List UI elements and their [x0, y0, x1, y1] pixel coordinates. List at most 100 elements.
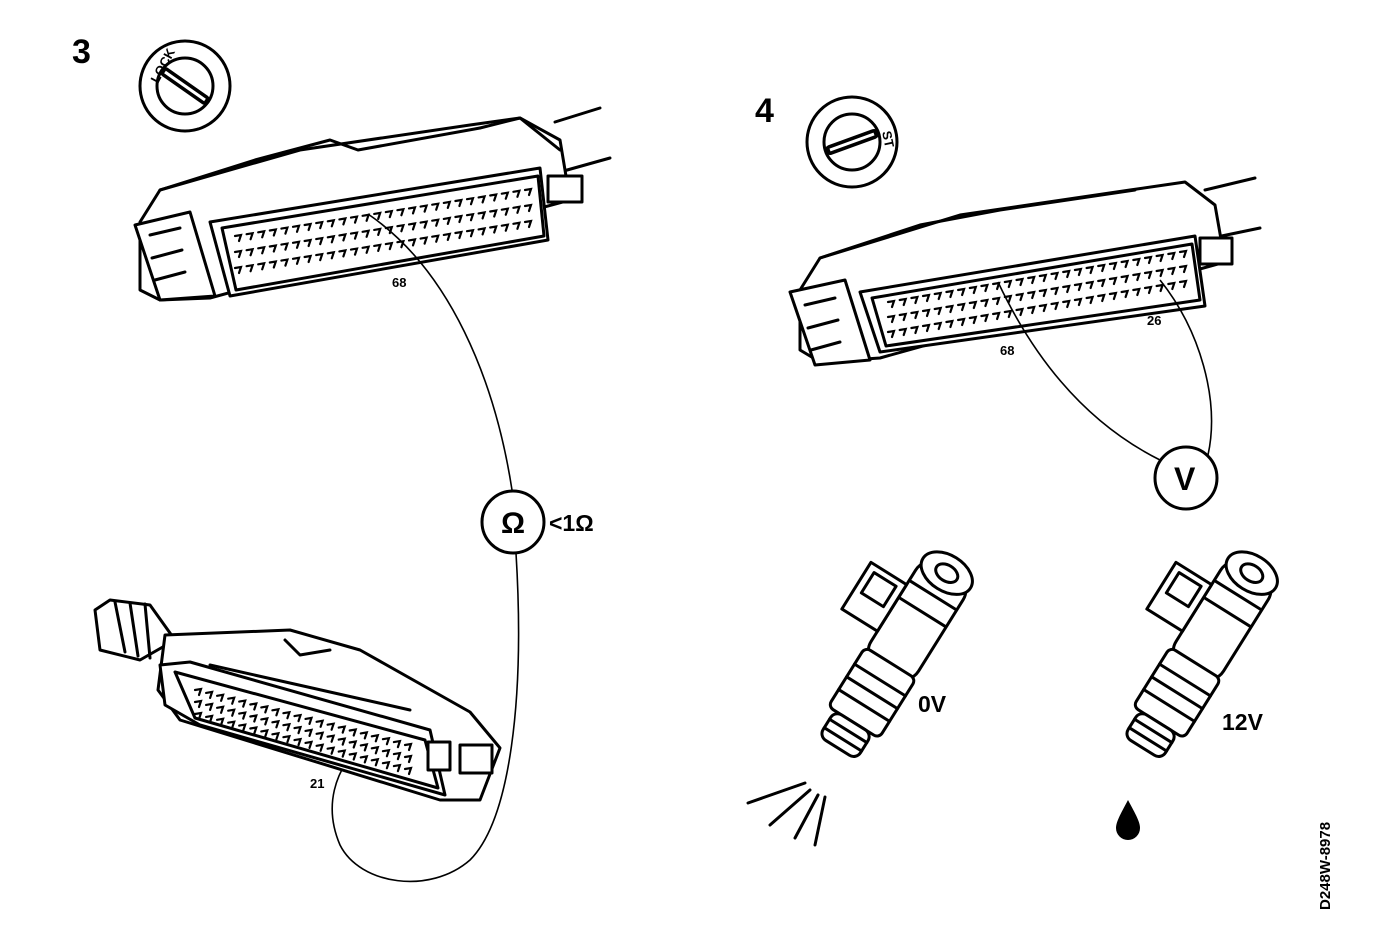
connector-pin — [193, 711, 203, 721]
voltmeter-symbol: V — [1174, 461, 1196, 497]
connector-pin — [1085, 280, 1095, 290]
connector-pin — [348, 752, 358, 761]
connector-pin — [1108, 261, 1118, 271]
connector-pin — [403, 754, 413, 764]
connector-pin — [373, 243, 382, 252]
connector-pin — [910, 310, 920, 320]
connector-pin — [233, 233, 243, 243]
connector-pin — [489, 209, 498, 218]
connector-pin — [315, 743, 325, 752]
connector-pin — [477, 195, 487, 204]
connector-pin — [260, 729, 269, 738]
connector-pin — [1038, 288, 1048, 298]
step-3-panel: 3 LOCK 68 Ω — [72, 33, 612, 883]
resistance-reading: <1Ω — [549, 510, 594, 536]
connector-pin — [304, 716, 314, 725]
connector-pin — [980, 298, 990, 308]
connector-pin — [227, 708, 236, 717]
connector-pin — [933, 291, 943, 301]
connector-pin — [304, 740, 314, 749]
connector-pin — [442, 232, 452, 241]
connector-pin — [384, 241, 394, 251]
ohmmeter-icon: Ω — [480, 489, 546, 555]
connector-pin — [268, 244, 278, 253]
connector-pin — [1027, 275, 1036, 285]
connector-pin — [193, 699, 203, 709]
connector-pin — [886, 299, 896, 309]
connector-pin — [512, 205, 522, 214]
connector-pin — [1015, 277, 1025, 287]
connector-pin — [1062, 284, 1071, 294]
connector-pin — [980, 283, 990, 293]
connector-pin — [1132, 257, 1141, 267]
connector-pin — [349, 215, 359, 224]
connector-pin — [1167, 266, 1176, 276]
connector-pin — [282, 734, 292, 744]
connector-pin — [886, 314, 896, 324]
connector-pin — [1120, 259, 1130, 269]
injector-0v-label: 0V — [918, 691, 947, 717]
connector-pin — [1143, 255, 1153, 265]
connector-pin — [361, 245, 371, 254]
connector-pin — [205, 702, 214, 711]
connector-pin — [370, 733, 380, 743]
connector-pin — [268, 260, 278, 269]
connector-pin — [257, 261, 266, 271]
connector-pin — [454, 198, 464, 208]
connector-pin — [348, 728, 358, 737]
connector-pin — [1015, 307, 1025, 317]
connector-pin — [1155, 268, 1165, 278]
connector-pin — [326, 734, 336, 743]
connector-pin — [359, 755, 369, 764]
connector-pin — [512, 189, 522, 198]
connector-pin — [957, 317, 966, 327]
connector-pin — [1073, 297, 1083, 307]
connector-pin — [260, 717, 269, 726]
connector-pin — [373, 227, 382, 236]
connector-pin — [1120, 289, 1130, 299]
connector-pin — [957, 287, 966, 297]
connector-pin — [303, 254, 313, 264]
connector-pin — [1178, 264, 1188, 274]
connector-pin — [968, 300, 978, 310]
connector-pin — [233, 249, 243, 259]
connector-pin — [249, 702, 258, 711]
connector-pin — [1178, 279, 1188, 289]
connector-pin — [268, 228, 278, 237]
connector-pin — [419, 204, 429, 213]
connector-pin — [349, 247, 359, 256]
connector-pin — [419, 236, 429, 245]
connector-pin — [238, 699, 247, 708]
connector-pin — [910, 325, 920, 335]
connector-pin — [992, 296, 1001, 306]
connector-pin — [454, 214, 464, 224]
connector-pin — [370, 757, 380, 767]
test-lead-ecu — [367, 213, 513, 491]
fuel-injector-icon — [1125, 550, 1279, 758]
connector-pin — [271, 719, 281, 729]
ignition-start-label: ST — [879, 130, 897, 149]
connector-pin — [407, 222, 417, 231]
connector-pin — [381, 736, 391, 746]
connector-pin — [392, 739, 402, 749]
connector-pin — [1155, 283, 1165, 293]
ignition-key-icon: ST — [805, 95, 899, 189]
connector-pin — [338, 233, 348, 242]
connector-pin — [315, 719, 325, 728]
connector-pin — [1085, 265, 1095, 275]
ecu-pin-68-label: 68 — [392, 275, 406, 290]
drip-icon — [1116, 800, 1140, 840]
connector-pin — [396, 207, 406, 217]
connector-pin — [1003, 294, 1013, 304]
harness-connector-step3: 21 — [93, 598, 502, 802]
connector-pin — [233, 265, 243, 275]
step-3-number: 3 — [72, 33, 91, 71]
connector-pin — [349, 231, 359, 240]
connector-pin — [945, 304, 955, 314]
connector-pin — [373, 211, 382, 220]
connector-pin — [933, 321, 943, 331]
connector-pin — [489, 193, 498, 202]
connector-pin — [407, 238, 417, 247]
connector-pin — [1073, 267, 1083, 277]
